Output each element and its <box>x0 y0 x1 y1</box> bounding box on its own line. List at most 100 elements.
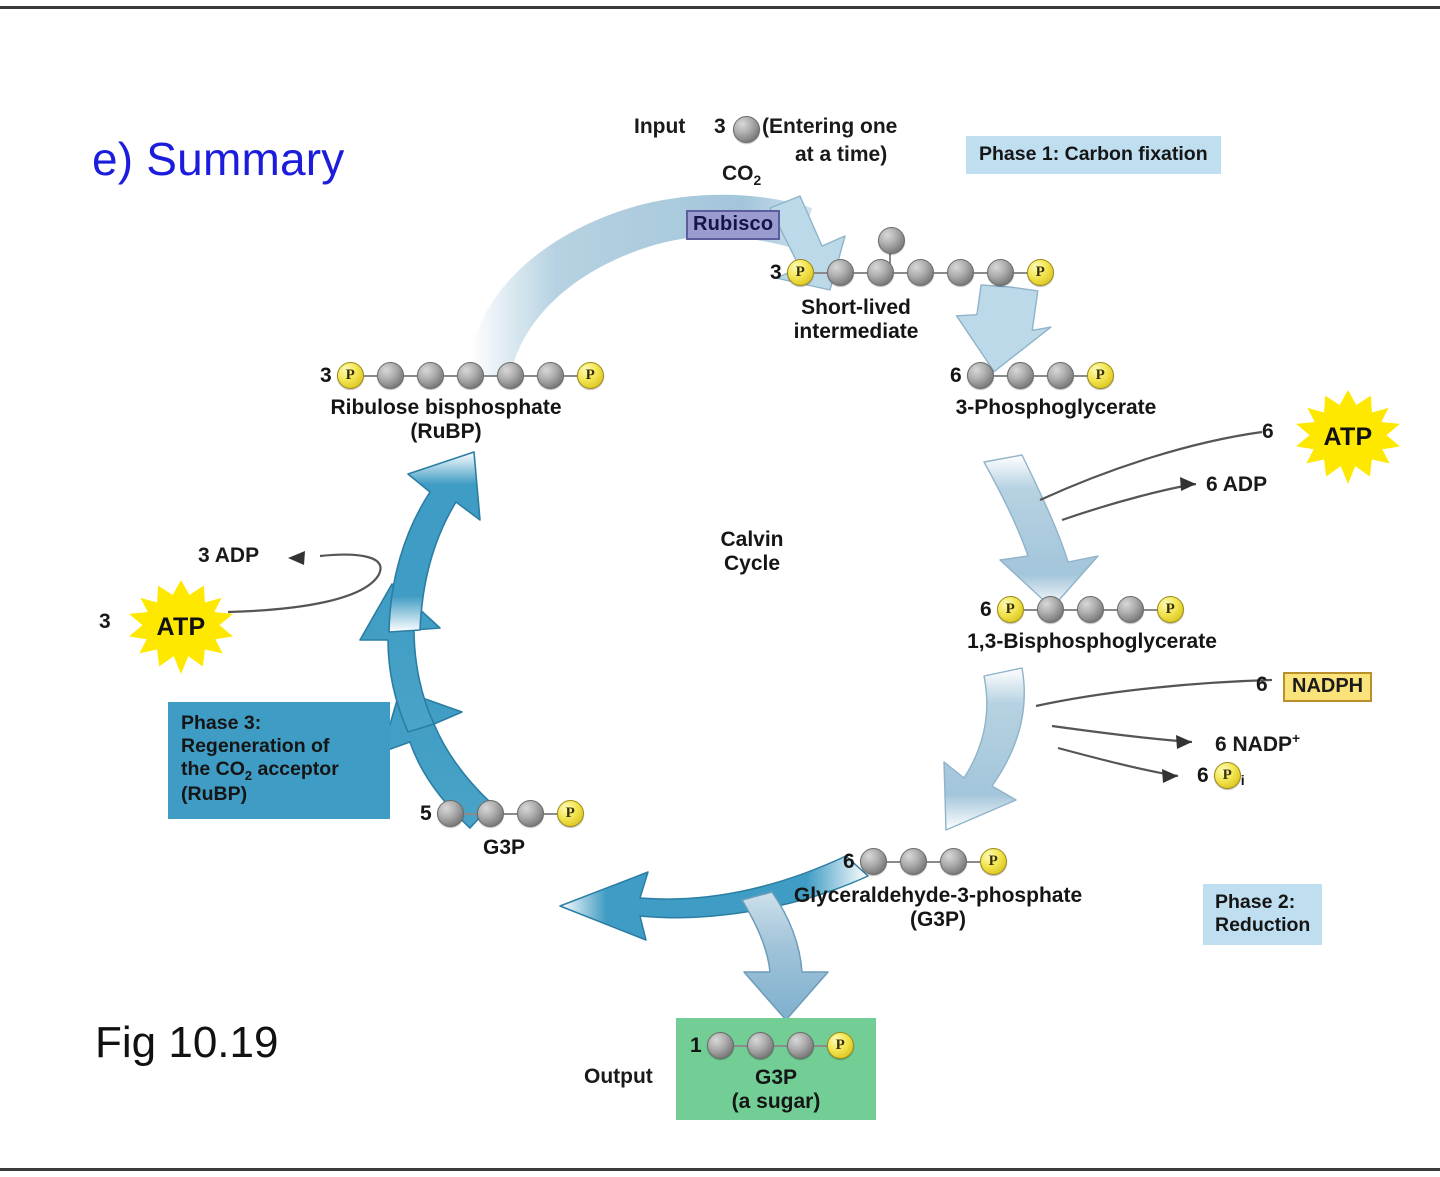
co2-label: CO2 <box>722 162 762 189</box>
molecule-short-lived-intermediate: 3 P P <box>770 259 1054 286</box>
molecule-count: 3 <box>770 260 782 284</box>
adp-phase2-label: 6 ADP <box>1206 473 1268 496</box>
molecule-count: 3 <box>320 363 332 387</box>
carbon-node <box>706 1032 734 1059</box>
caption-g3p-output: G3P (a sugar) <box>731 1066 821 1113</box>
phase-2-label: Phase 2: Reduction <box>1203 884 1323 945</box>
slide-bottom-rule <box>0 1168 1440 1171</box>
bond <box>886 860 900 863</box>
caption-glyceraldehyde-3-phosphate: Glyceraldehyde-3-phosphate (G3P) <box>793 884 1083 931</box>
phosphate-node: P <box>1156 596 1184 623</box>
phase-2-line-2: Reduction <box>1215 914 1311 936</box>
molecule-g3p-recycled: 5 P <box>420 800 584 827</box>
bond <box>1063 608 1077 611</box>
carbon-node <box>536 362 564 389</box>
input-count: 3 <box>714 115 726 138</box>
carbon-node <box>906 259 934 286</box>
bond <box>773 1044 787 1047</box>
bond <box>1103 608 1117 611</box>
molecule-1-3-bisphosphoglycerate: 6 P P <box>980 596 1184 623</box>
bond <box>503 812 517 815</box>
carbon-node-branched <box>866 259 894 286</box>
bond <box>1143 608 1157 611</box>
carbon-node <box>1046 362 1074 389</box>
carbon-node <box>1036 596 1064 623</box>
molecule-glyceraldehyde-3-phosphate: 6 P <box>843 848 1007 875</box>
phase-1-label: Phase 1: Carbon fixation <box>966 136 1221 174</box>
bond <box>853 271 867 274</box>
molecule-g3p-output: 1 P <box>690 1032 854 1059</box>
cycle-name-line-2: Cycle <box>723 551 781 575</box>
nadph-label: NADPH <box>1283 672 1373 702</box>
carbon-node <box>416 362 444 389</box>
bond <box>1013 271 1027 274</box>
caption-g3p-recycled: G3P <box>482 836 526 859</box>
phase-3-line-4: (RuBP) <box>181 783 248 806</box>
phosphate-node: P <box>556 800 584 827</box>
bond <box>889 249 891 267</box>
phase-3-label: Phase 3: Regeneration of the CO2 accepto… <box>168 702 390 820</box>
nadph-count: 6 <box>1256 673 1268 696</box>
bond <box>1033 374 1047 377</box>
carbon-node <box>376 362 404 389</box>
carbon-node <box>786 1032 814 1059</box>
carbon-node <box>436 800 464 827</box>
bond <box>443 374 457 377</box>
carbon-node <box>733 116 760 143</box>
bond <box>403 374 417 377</box>
atp-phase3-count: 3 <box>99 610 111 633</box>
caption-short-lived-intermediate: Short-lived intermediate <box>793 296 919 343</box>
phosphate-node: P <box>996 596 1024 623</box>
input-note-line-2: at a time) <box>795 143 888 166</box>
phase-3-line-1: Phase 3: <box>181 712 262 734</box>
carbon-node <box>986 259 1014 286</box>
phase-3-line-2: Regeneration of <box>181 735 330 757</box>
page-title: e) Summary <box>92 133 345 185</box>
slide-top-rule <box>0 6 1440 9</box>
caption-1-3-bisphosphoglycerate: 1,3-Bisphosphoglycerate <box>967 630 1217 653</box>
bond <box>563 374 577 377</box>
carbon-node <box>456 362 484 389</box>
bond <box>813 271 827 274</box>
phosphate-count: 6 <box>1197 763 1209 787</box>
molecule-count: 6 <box>980 597 992 621</box>
molecule-count: 1 <box>690 1033 702 1057</box>
molecule-3-phosphoglycerate: 6 P <box>950 362 1114 389</box>
atp-burst-phase2: ATP <box>1296 390 1400 484</box>
bond <box>1073 374 1087 377</box>
carbon-node <box>476 800 504 827</box>
bond <box>813 1044 827 1047</box>
atp-label: ATP <box>1323 422 1373 451</box>
atp-phase2-count: 6 <box>1262 420 1274 443</box>
bond <box>483 374 497 377</box>
phosphate-node: P <box>576 362 604 389</box>
carbon-node <box>516 800 544 827</box>
carbon-node <box>746 1032 774 1059</box>
bond <box>993 374 1007 377</box>
carbon-node <box>1076 596 1104 623</box>
caption-ribulose-bisphosphate: Ribulose bisphosphate (RuBP) <box>330 396 562 443</box>
output-label: Output <box>584 1065 653 1088</box>
carbon-node <box>878 227 905 254</box>
phosphate-node: P <box>786 259 814 286</box>
cycle-name-line-1: Calvin <box>720 528 784 551</box>
phosphate-node: P <box>1213 762 1241 789</box>
phosphate-node: P <box>1086 362 1114 389</box>
carbon-node <box>1006 362 1034 389</box>
input-note-line-1: (Entering one <box>762 115 898 138</box>
carbon-node <box>496 362 524 389</box>
bond <box>1023 608 1037 611</box>
phase-1-text: Phase 1: Carbon fixation <box>979 143 1208 165</box>
input-label: Input <box>634 115 686 138</box>
bond <box>733 1044 747 1047</box>
molecule-count: 6 <box>950 363 962 387</box>
phase-2-line-1: Phase 2: <box>1215 891 1296 913</box>
bond <box>523 374 537 377</box>
phosphate-node: P <box>1026 259 1054 286</box>
bond <box>966 860 980 863</box>
bond <box>463 812 477 815</box>
nadp-plus-label: 6 NADP+ <box>1215 730 1301 756</box>
molecule-ribulose-bisphosphate: 3 P P <box>320 362 604 389</box>
